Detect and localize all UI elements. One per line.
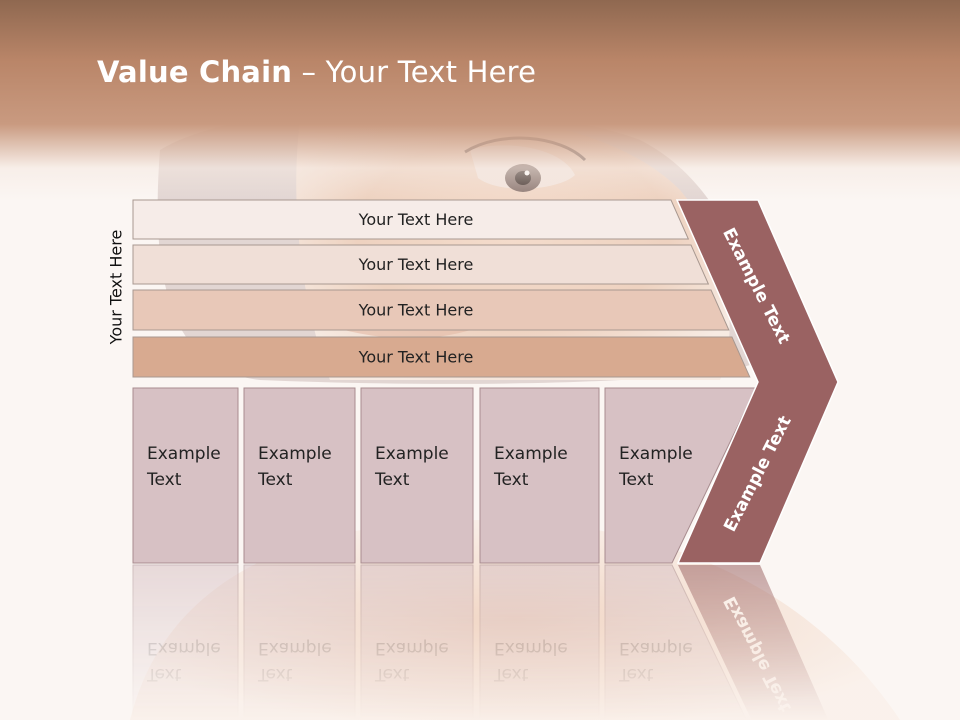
- primary-box-1-line1: Example: [147, 444, 221, 464]
- margin-arrow-shape: [675, 199, 839, 564]
- primary-box-4: [479, 387, 600, 564]
- primary-box-5: [604, 387, 757, 564]
- primary-box-5-line2: Text: [618, 470, 654, 490]
- primary-box-2-line2: Text: [257, 470, 293, 490]
- support-row-2-label: Your Text Here: [358, 255, 474, 274]
- reflection-box-2: [243, 564, 356, 720]
- primary-box-2-line1: Example: [258, 444, 332, 464]
- primary-box-3-line1: Example: [375, 444, 449, 464]
- reflection-arrow: [678, 565, 829, 720]
- reflection-box-3: [360, 564, 474, 720]
- reflection-box-4: [479, 564, 600, 720]
- reflection-box-4-line1: Example: [494, 638, 568, 658]
- reflection-box-2-line1: Example: [258, 638, 332, 658]
- primary-box-3: [360, 387, 474, 564]
- support-row-3-label: Your Text Here: [358, 301, 474, 320]
- primary-box-1: [132, 387, 239, 564]
- support-row-1: [132, 199, 690, 240]
- primary-box-4-line2: Text: [493, 470, 529, 490]
- margin-arrow: Example Text Example Text: [675, 199, 839, 564]
- support-row-1-label: Your Text Here: [358, 210, 474, 229]
- primary-box-5-line1: Example: [619, 444, 693, 464]
- reflection-box-5-line2: Text: [618, 664, 654, 684]
- reflection-box-5: [604, 564, 747, 720]
- reflection-box-1-line2: Text: [146, 664, 182, 684]
- header-band: [0, 0, 960, 200]
- support-row-3: [132, 289, 730, 331]
- slide-title-rest: – Your Text Here: [292, 55, 537, 89]
- support-row-4-label: Your Text Here: [358, 348, 474, 367]
- slide-title: Value Chain – Your Text Here: [97, 55, 536, 89]
- primary-box-2: [243, 387, 356, 564]
- reflection-box-2-line2: Text: [257, 664, 293, 684]
- primary-box-4-line1: Example: [494, 444, 568, 464]
- primary-box-3-line2: Text: [374, 470, 410, 490]
- reflection-box-3-line1: Example: [375, 638, 449, 658]
- reflection-box-1-line1: Example: [147, 638, 221, 658]
- support-row-4: [132, 336, 751, 378]
- slide-title-bold: Value Chain: [97, 55, 293, 89]
- primary-box-1-line2: Text: [146, 470, 182, 490]
- reflection-box-1: [132, 564, 239, 720]
- reflection-box-4-line2: Text: [493, 664, 529, 684]
- support-row-2: [132, 244, 710, 285]
- reflection-box-5-line1: Example: [619, 638, 693, 658]
- reflection-box-3-line2: Text: [374, 664, 410, 684]
